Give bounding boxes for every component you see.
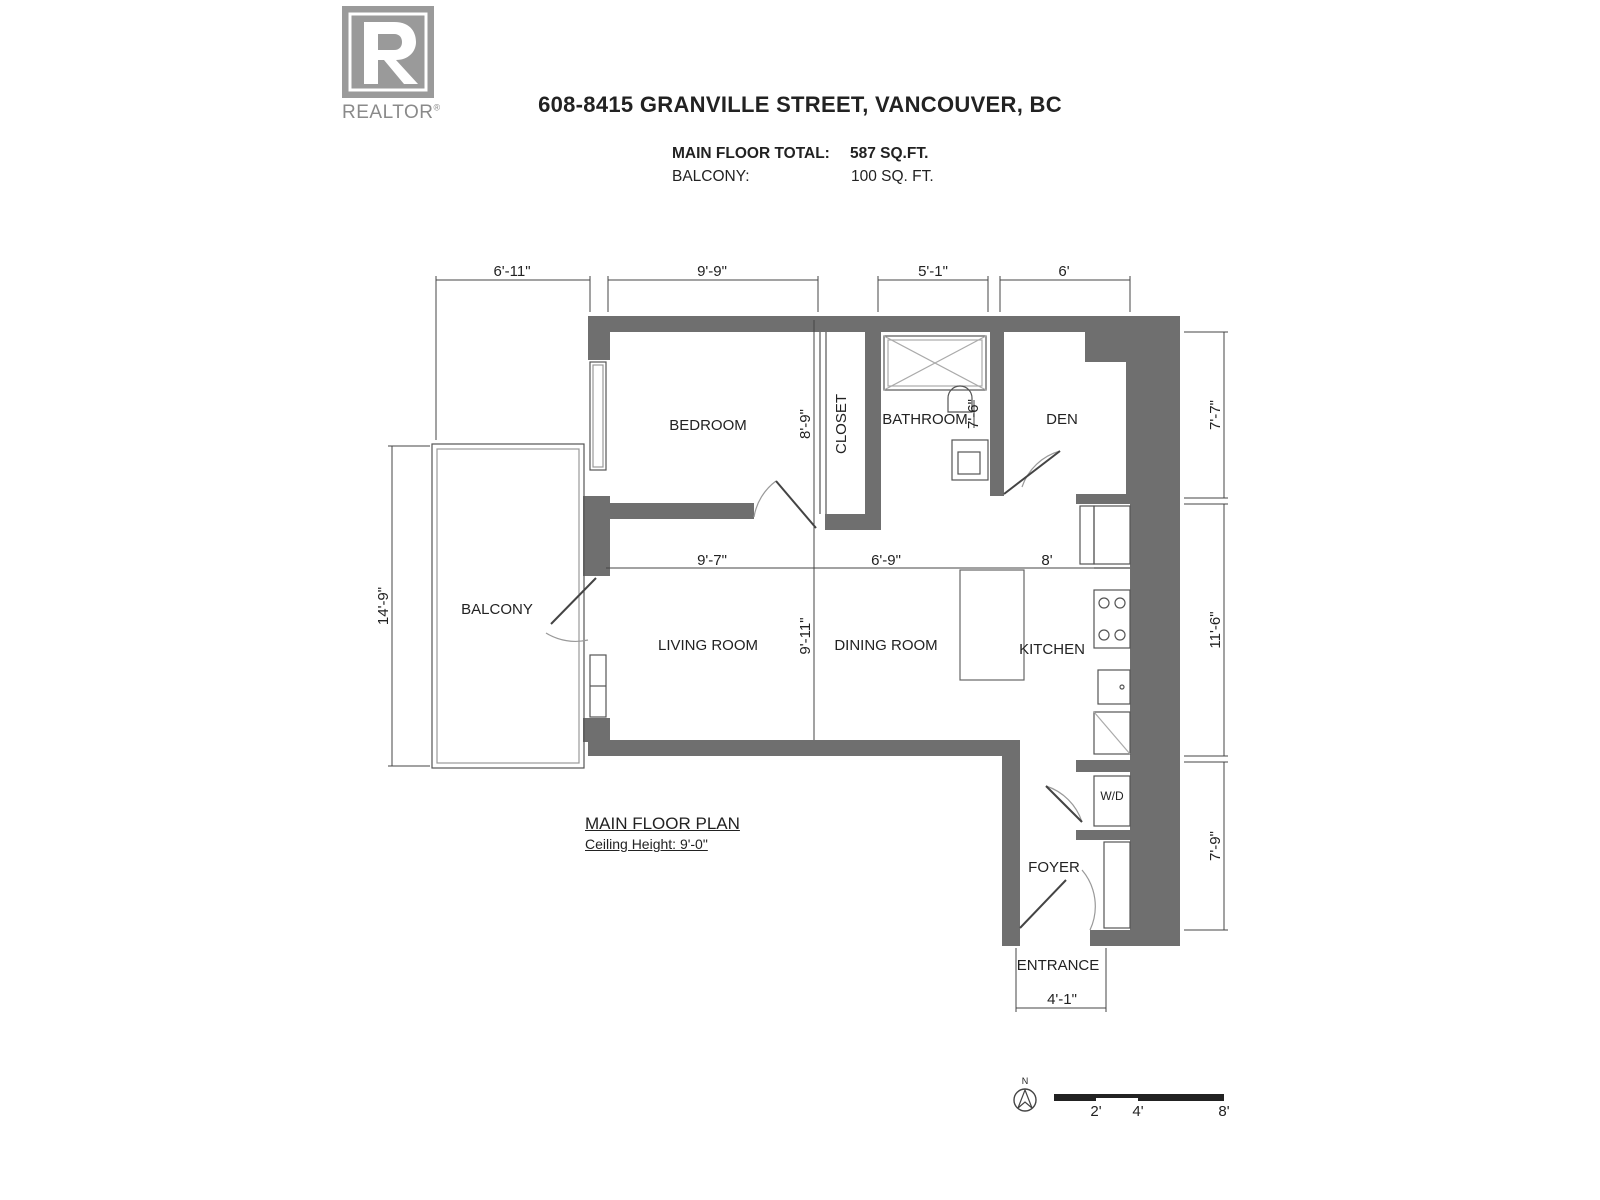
dim-entrance-width: 4'-1" [1047, 991, 1077, 1008]
scale-bar: N 2' 4' 8' [1013, 1076, 1230, 1120]
scale-tick-4: 4' [1132, 1103, 1143, 1120]
fixtures [431, 332, 1131, 931]
room-label-entrance: ENTRANCE [1017, 957, 1100, 974]
room-label-bathroom: BATHROOM [882, 411, 968, 428]
dim-living-depth: 9'-11" [797, 617, 814, 654]
dim-right-den: 7'-7" [1207, 400, 1224, 430]
room-label-closet: CLOSET [833, 394, 850, 454]
main-floor-total-label: MAIN FLOOR TOTAL: [672, 145, 830, 162]
dim-bedroom-depth: 8'-9" [797, 409, 814, 439]
plan-title: MAIN FLOOR PLAN [585, 814, 740, 833]
room-label-balcony: BALCONY [461, 601, 533, 618]
dimension-lines [388, 276, 1228, 1012]
room-label-den: DEN [1046, 411, 1078, 428]
room-label-bedroom: BEDROOM [669, 417, 747, 434]
realtor-logo-icon [342, 6, 434, 98]
ceiling-height: Ceiling Height: 9'-0" [585, 836, 708, 852]
dim-top-bedroom: 9'-9" [697, 263, 727, 280]
balcony-area-value: 100 SQ. FT. [851, 168, 934, 185]
room-label-washer-dryer: W/D [1100, 789, 1124, 803]
room-label-foyer: FOYER [1028, 859, 1080, 876]
logo-wordmark: REALTOR® [342, 102, 441, 123]
dim-top-den: 6' [1058, 263, 1069, 280]
dim-kitchen-width: 8' [1041, 552, 1052, 569]
dim-right-foyer: 7'-9" [1207, 831, 1224, 861]
main-floor-total-value: 587 SQ.FT. [850, 145, 929, 162]
north-arrow-icon [1013, 1088, 1037, 1112]
balcony-area-label: BALCONY: [672, 168, 750, 185]
property-address: 608-8415 GRANVILLE STREET, VANCOUVER, BC [538, 92, 1062, 117]
dim-top-bathroom: 5'-1" [918, 263, 948, 280]
scale-tick-8: 8' [1218, 1103, 1229, 1120]
room-label-kitchen: KITCHEN [1019, 641, 1085, 658]
dim-dining-width: 6'-9" [871, 552, 901, 569]
room-label-living-room: LIVING ROOM [658, 637, 758, 654]
dim-bathroom-depth: 7'-6" [965, 399, 982, 429]
dim-left-balcony: 14'-9" [375, 587, 392, 625]
room-label-dining-room: DINING ROOM [834, 637, 937, 654]
dim-top-balcony: 6'-11" [493, 263, 530, 280]
dim-living-width: 9'-7" [697, 552, 727, 569]
scale-tick-2: 2' [1090, 1103, 1101, 1120]
dim-right-kitchen: 11'-6" [1207, 611, 1224, 648]
walls [583, 316, 1180, 946]
north-label: N [1022, 1076, 1029, 1086]
